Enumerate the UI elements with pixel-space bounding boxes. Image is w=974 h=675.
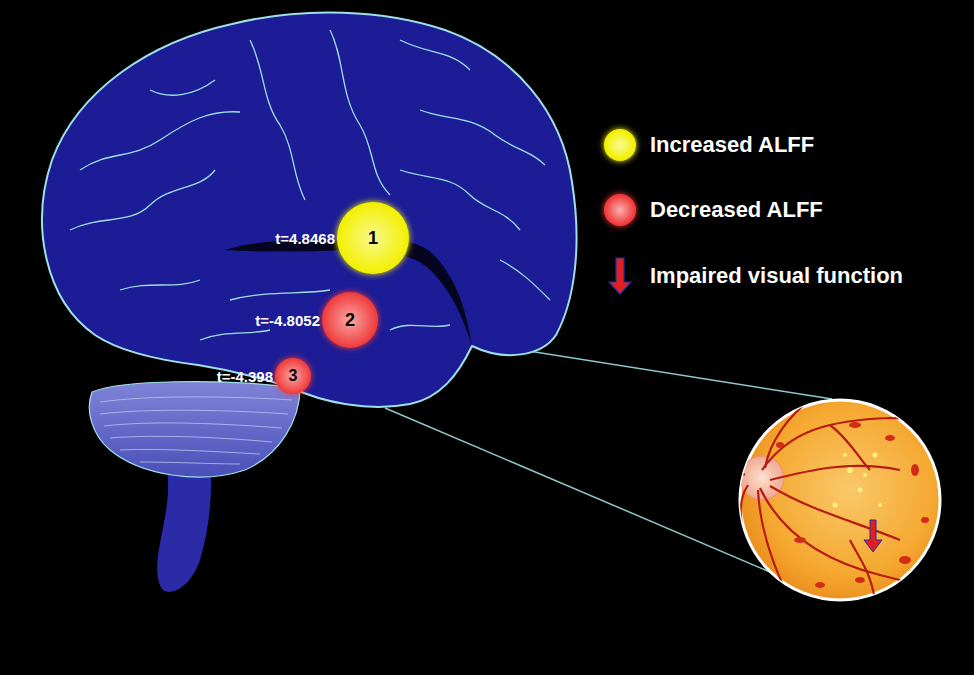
legend-entry: Impaired visual function <box>604 258 903 294</box>
callout-number: 3 <box>289 367 298 385</box>
retina-fundus <box>735 400 945 600</box>
legend-label: Decreased ALFF <box>650 197 823 223</box>
callout-number: 1 <box>368 228 378 249</box>
leader-line <box>490 345 832 399</box>
t-value-label: t=4.8468 <box>275 230 335 247</box>
increased-region: t=4.84681 <box>337 202 409 274</box>
cerebrum <box>42 13 576 407</box>
legend-label: Increased ALFF <box>650 132 814 158</box>
down-arrow-symbol <box>604 256 636 296</box>
down-arrow <box>609 258 631 294</box>
legend-swatch <box>604 194 636 226</box>
callout-number: 2 <box>345 310 355 331</box>
legend-label: Impaired visual function <box>650 263 903 289</box>
cerebellum <box>89 382 300 477</box>
legend-entry: Increased ALFF <box>604 127 814 163</box>
decreased-region: t=-4.80522 <box>322 292 378 348</box>
decreased-region: t=-4.3983 <box>275 358 311 394</box>
legend-entry: Decreased ALFF <box>604 192 823 228</box>
t-value-label: t=-4.398 <box>217 368 273 385</box>
t-value-label: t=-4.8052 <box>255 312 320 329</box>
legend-swatch <box>604 129 636 161</box>
cerebellum-folia <box>100 397 292 464</box>
sulci <box>70 30 550 340</box>
leader-line <box>385 408 770 572</box>
